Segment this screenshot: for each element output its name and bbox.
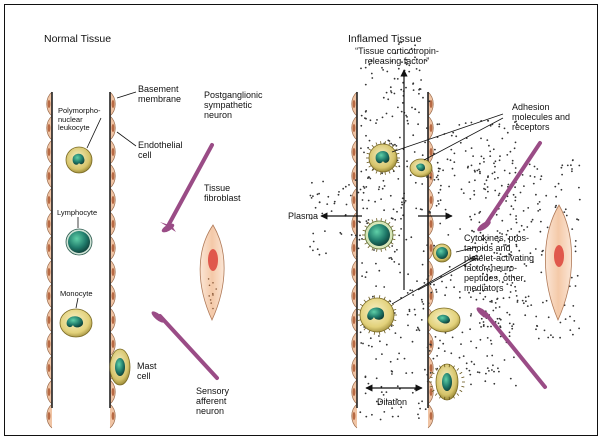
lymphocyte-label: Lymphocyte bbox=[57, 209, 97, 218]
fibroblast-inflamed bbox=[545, 205, 571, 320]
sensory-neuron-normal bbox=[150, 310, 217, 378]
basement-membrane-label: Basement membrane bbox=[138, 84, 181, 104]
vessel-wall bbox=[47, 92, 52, 428]
monocyte-label: Monocyte bbox=[60, 290, 93, 299]
vessel-walls bbox=[47, 92, 434, 428]
lymphocyte-cell-normal bbox=[66, 229, 92, 255]
mast-cell-normal bbox=[110, 349, 130, 385]
sensory-neuron-inflamed bbox=[475, 306, 545, 387]
mast-cell-inflamed bbox=[429, 364, 465, 400]
endothelial-cell-label: Endothelial cell bbox=[138, 140, 183, 160]
normal-tissue-title: Normal Tissue bbox=[44, 33, 111, 45]
pmn-cell-inflamed-1 bbox=[366, 141, 400, 175]
pmn-cell-normal bbox=[66, 147, 92, 173]
pmn-cell-inflamed-adherent bbox=[410, 159, 432, 177]
pmn-label: Polymorpho- nuclear leukocyte bbox=[58, 107, 101, 133]
monocyte-cell-normal bbox=[60, 309, 92, 337]
sensory-neuron-label: Sensory afferent neuron bbox=[196, 386, 229, 416]
adhesion-molecules-label: Adhesion molecules and receptors bbox=[512, 102, 570, 132]
tissue-fibroblast-label: Tissue fibroblast bbox=[204, 183, 241, 203]
monocyte-cell-transmigrating bbox=[428, 308, 460, 332]
postganglionic-neuron-label: Postganglionic sympathetic neuron bbox=[204, 90, 263, 120]
crf-label: “Tissue corticotropin- releasing factor” bbox=[337, 46, 457, 66]
mast-cell-label: Mast cell bbox=[137, 361, 157, 381]
inflamed-tissue-title: Inflamed Tissue bbox=[348, 33, 422, 45]
fibroblast-normal bbox=[200, 225, 224, 320]
sympathetic-neuron-inflamed bbox=[476, 143, 540, 233]
plasma-label: Plasma bbox=[288, 211, 318, 221]
dilation-label: Dilation bbox=[377, 397, 407, 407]
vessel-wall bbox=[352, 92, 357, 428]
lymphocyte-cell-transmigrating bbox=[433, 244, 451, 262]
mediator-particles bbox=[309, 42, 580, 421]
mediators-label: Cytokines, pros- tanoids and platelet-ac… bbox=[464, 233, 534, 293]
